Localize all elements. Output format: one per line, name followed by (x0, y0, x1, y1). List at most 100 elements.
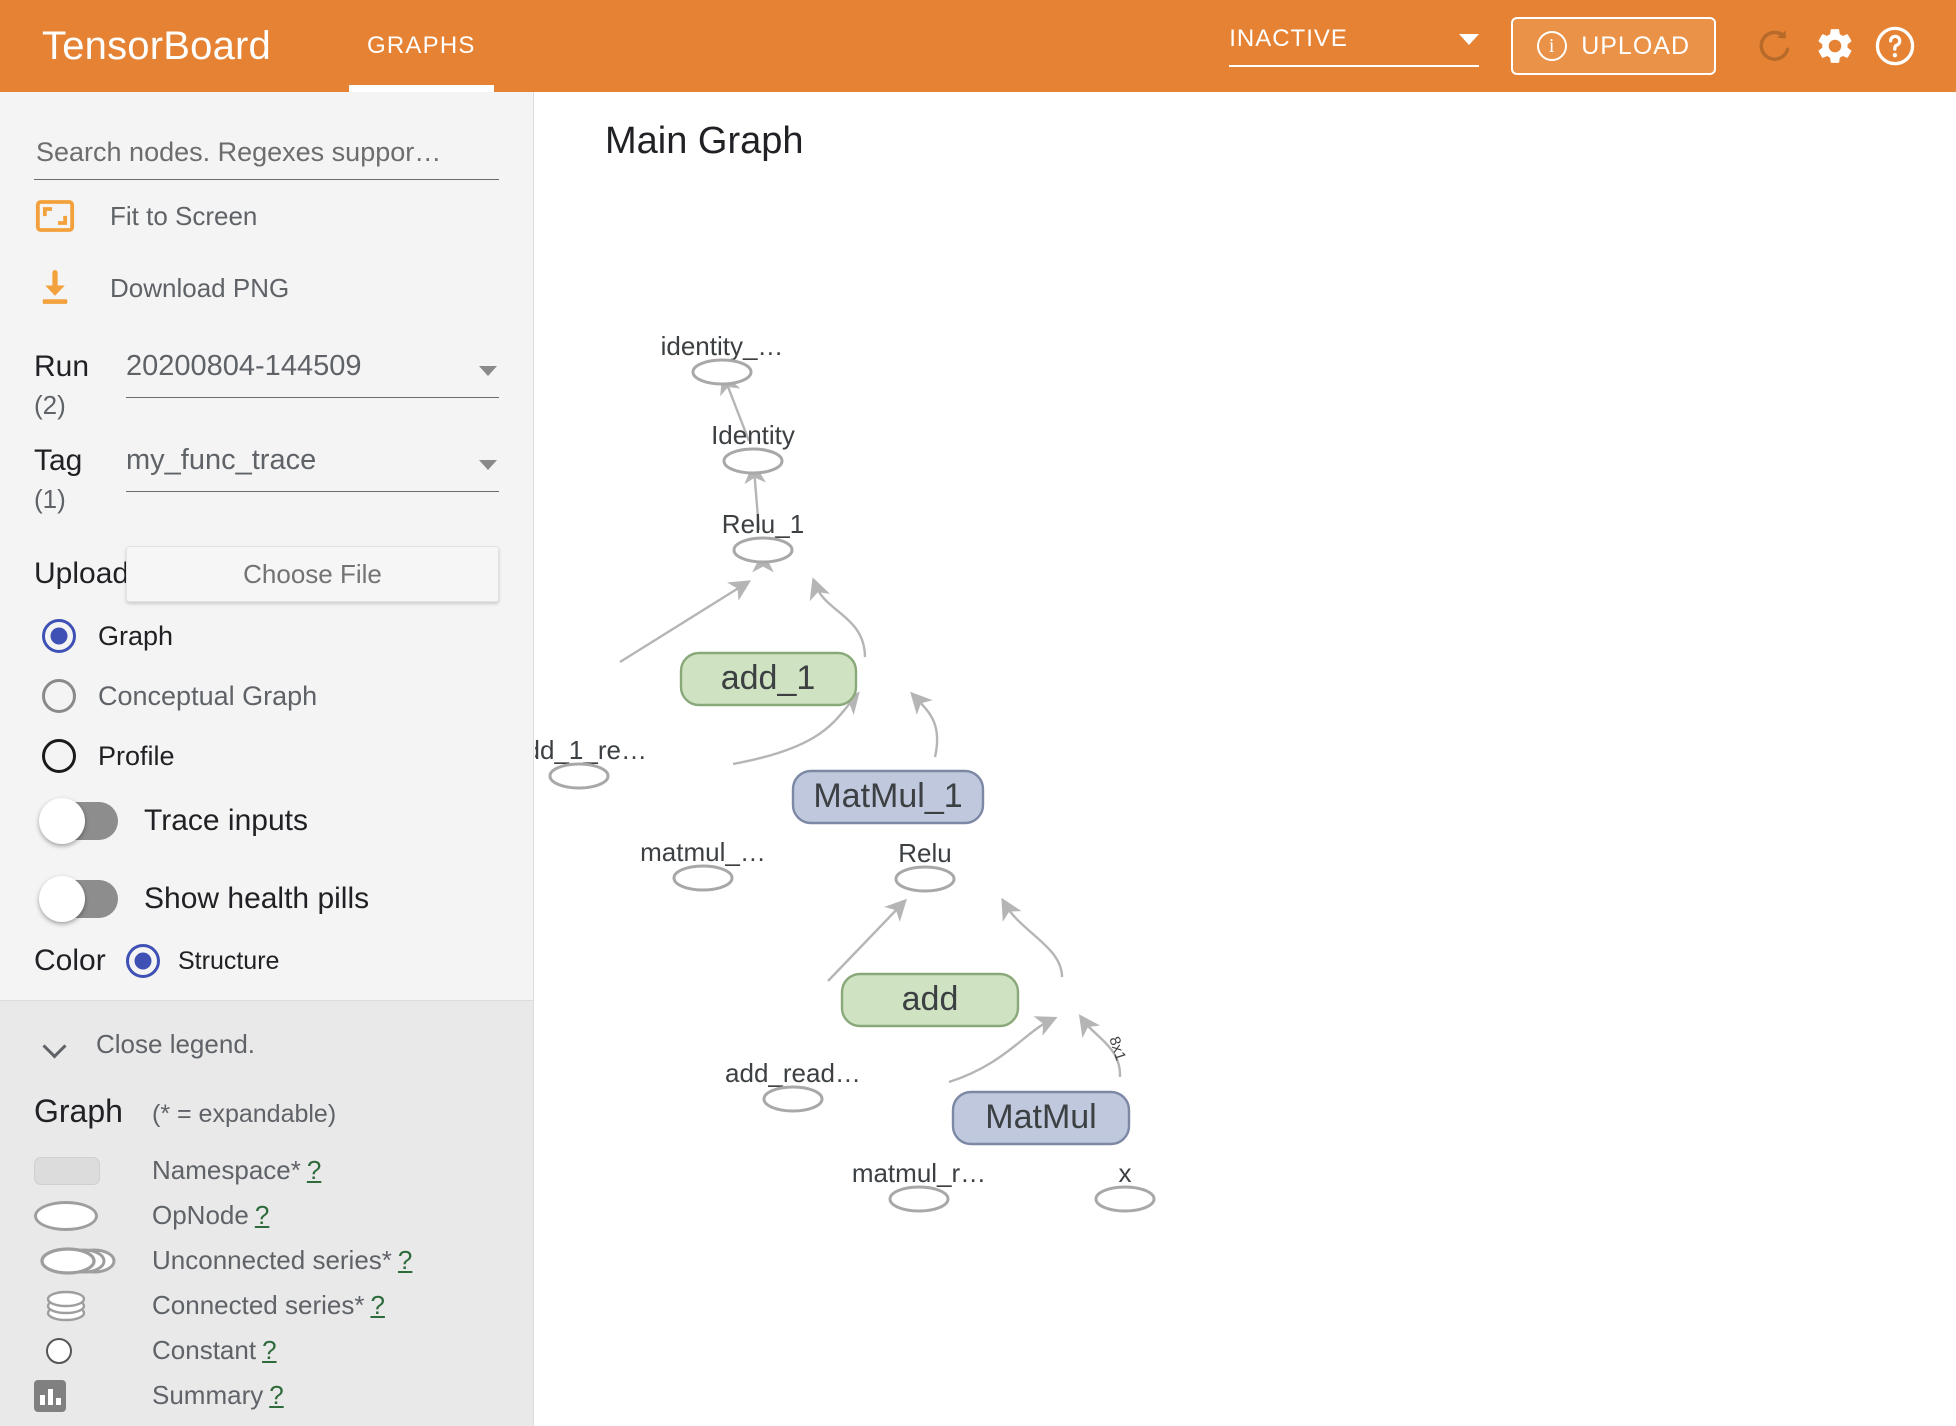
radio-graph-label: Graph (98, 620, 174, 651)
legend-item-summary-label: Summary (152, 1380, 264, 1410)
sidebar: Fit to Screen Download PNG Run (2) 20200… (0, 92, 534, 1426)
run-status-label: INACTIVE (1229, 25, 1348, 52)
node-add-1-label: add_1 (721, 659, 816, 697)
node-matmul-shape[interactable] (951, 1090, 1131, 1146)
node-matmul-1[interactable]: MatMul_1 (791, 769, 985, 825)
node-add-read[interactable]: add_read… (725, 1058, 861, 1113)
node-add-1-read[interactable]: add_1_re… (535, 735, 647, 790)
legend-item-namespace: Namespace*? (34, 1148, 499, 1193)
radio-conceptual-graph[interactable]: Conceptual Graph (34, 670, 499, 722)
node-x-shape[interactable] (1094, 1185, 1156, 1213)
radio-structure-indicator (126, 944, 160, 978)
node-relu-1[interactable]: Relu_1 (722, 509, 804, 564)
connected-series-shape-icon (34, 1285, 152, 1327)
info-icon: i (1537, 31, 1568, 61)
node-add-read-shape[interactable] (762, 1085, 824, 1113)
choose-file-button[interactable]: Choose File (126, 546, 499, 602)
page-title: Main Graph (605, 120, 804, 162)
toggle-knob (39, 876, 85, 922)
graph-canvas[interactable]: identity_… Identity Relu_1 add_1 add_1_r… (535, 92, 1956, 1426)
node-add[interactable]: add (840, 972, 1020, 1028)
node-matmul-label: MatMul (985, 1098, 1096, 1136)
legend-help-summary[interactable]: ? (269, 1380, 284, 1410)
search-input[interactable] (34, 136, 499, 169)
toggle-trace-inputs-switch[interactable] (39, 798, 118, 844)
legend-panel: Close legend. Graph (* = expandable) Nam… (0, 1000, 533, 1426)
fit-to-screen-button[interactable]: Fit to Screen (34, 180, 499, 252)
node-matmul[interactable]: MatMul (951, 1090, 1131, 1146)
edge-relu-to-matmul1 (910, 691, 939, 758)
node-add-label: add (902, 980, 959, 1018)
download-png-button[interactable]: Download PNG (34, 252, 499, 324)
node-matmul-1-shape[interactable] (791, 769, 985, 825)
graph-panel[interactable]: Main Graph identity_… (535, 92, 1956, 1426)
radio-profile[interactable]: Profile (34, 730, 499, 782)
unconnected-series-shape-icon (34, 1241, 152, 1281)
upload-button[interactable]: i UPLOAD (1511, 17, 1716, 75)
run-label: Run (34, 350, 90, 383)
color-option-structure[interactable]: Structure (126, 944, 279, 978)
legend-help-unconnected-series[interactable]: ? (397, 1245, 413, 1275)
node-x[interactable]: x (1094, 1158, 1156, 1213)
tag-value: my_func_trace (126, 444, 317, 476)
node-identity-1[interactable]: identity_… (661, 331, 784, 386)
radio-conceptual-graph-indicator (42, 679, 76, 713)
radio-profile-indicator (42, 739, 76, 773)
refresh-icon[interactable] (1748, 19, 1802, 73)
node-matmul-1-read-label: matmul_… (640, 837, 766, 867)
toggle-trace-inputs-label: Trace inputs (144, 804, 308, 837)
close-legend-button[interactable]: Close legend. (34, 1011, 499, 1077)
tab-graphs[interactable]: GRAPHS (349, 0, 494, 92)
toggle-knob (39, 798, 85, 844)
node-x-label: x (1119, 1158, 1132, 1188)
constant-shape-icon (34, 1337, 152, 1364)
legend-item-unconnected-series-label: Unconnected series* (152, 1245, 392, 1275)
header-actions: INACTIVE i UPLOAD (1229, 17, 1922, 75)
upload-button-label: UPLOAD (1581, 31, 1690, 60)
node-identity-shape[interactable] (722, 447, 784, 475)
run-select[interactable]: 20200804-144509 (126, 350, 499, 398)
node-relu-1-label: Relu_1 (722, 509, 804, 539)
edge-matmulread-to-matmul (948, 1016, 1058, 1084)
node-matmul-1-read[interactable]: matmul_… (640, 837, 766, 892)
legend-help-connected-series[interactable]: ? (370, 1290, 385, 1320)
node-add-1[interactable]: add_1 (679, 651, 858, 707)
tag-select[interactable]: my_func_trace (126, 444, 499, 492)
legend-help-namespace[interactable]: ? (306, 1155, 322, 1185)
search-nodes-field[interactable] (34, 136, 499, 180)
node-matmul-1-read-shape[interactable] (672, 864, 734, 892)
choose-file-label: Choose File (243, 558, 382, 589)
legend-help-constant[interactable]: ? (262, 1335, 277, 1365)
edge-identity-to-identity1 (720, 372, 751, 442)
run-status-select[interactable]: INACTIVE (1229, 25, 1480, 67)
legend-header: Graph (* = expandable) (34, 1093, 499, 1130)
node-relu[interactable]: Relu (894, 838, 956, 893)
run-label-group: Run (2) (34, 342, 126, 419)
radio-graph[interactable]: Graph (34, 610, 499, 662)
node-identity-1-shape[interactable] (691, 358, 753, 386)
node-matmul-1-label: MatMul_1 (813, 777, 962, 815)
help-icon[interactable] (1868, 19, 1922, 73)
legend-item-summary: Summary? (34, 1373, 499, 1418)
app-header: TensorBoard GRAPHS INACTIVE i UPLOAD (0, 0, 1956, 92)
summary-shape-icon (34, 1379, 152, 1412)
node-matmul-read-shape[interactable] (888, 1185, 950, 1213)
node-matmul-read-label: matmul_r… (852, 1158, 986, 1188)
toggle-show-health-pills-label: Show health pills (144, 882, 370, 915)
tag-label: Tag (34, 444, 83, 477)
graph-nodes[interactable]: identity_… Identity Relu_1 add_1 add_1_r… (535, 331, 1156, 1213)
node-matmul-read[interactable]: matmul_r… (852, 1158, 986, 1213)
toggle-show-health-pills[interactable]: Show health pills (34, 860, 499, 938)
toggle-trace-inputs[interactable]: Trace inputs (34, 782, 499, 860)
legend-help-opnode[interactable]: ? (254, 1200, 270, 1230)
node-add-shape[interactable] (840, 972, 1020, 1028)
node-add-1-shape[interactable] (679, 651, 858, 707)
chevron-down-icon (479, 460, 497, 470)
toggle-show-health-pills-switch[interactable] (39, 876, 118, 922)
node-relu-1-shape[interactable] (732, 536, 794, 564)
node-identity[interactable]: Identity (711, 420, 795, 475)
gear-icon[interactable] (1808, 19, 1862, 73)
node-relu-shape[interactable] (894, 865, 956, 893)
node-add-1-read-shape[interactable] (548, 762, 610, 790)
tag-count: (1) (34, 484, 66, 514)
